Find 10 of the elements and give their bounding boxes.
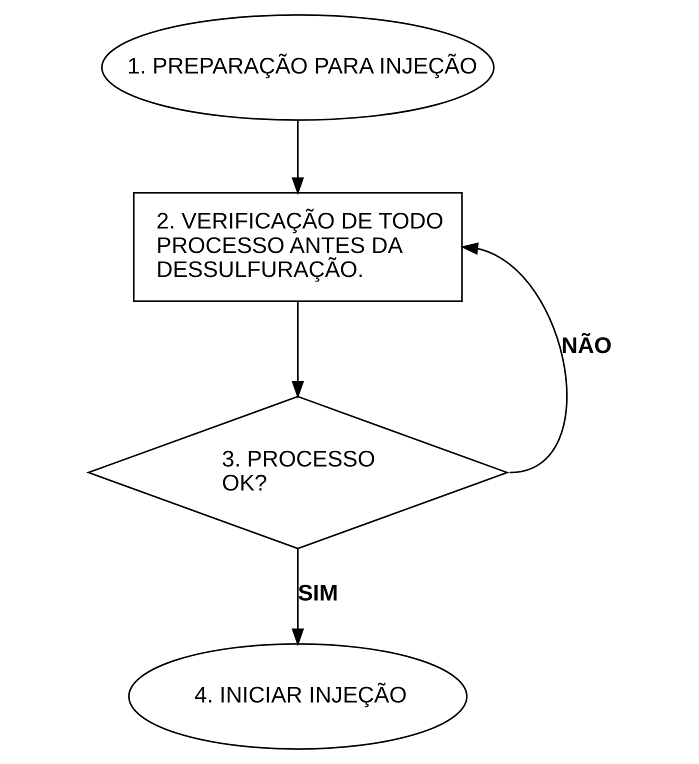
node-diamond: 3. PROCESSO OK?	[86, 396, 510, 550]
edge-label: NÃO	[560, 333, 612, 358]
node-ellipse: 4. INICIAR INJEÇÃO	[128, 643, 468, 750]
arrow	[291, 548, 304, 646]
arrow	[291, 120, 304, 196]
arrow	[291, 301, 304, 399]
arrow	[460, 242, 568, 474]
edge-label: SIM	[297, 580, 338, 606]
node-box: 2. VERIFICAÇÃO DE TODO PROCESSO ANTES DA DESSULFURAÇÃO.	[132, 192, 462, 302]
node-ellipse: 1. PREPARAÇÃO PARA INJEÇÃO	[100, 14, 494, 121]
